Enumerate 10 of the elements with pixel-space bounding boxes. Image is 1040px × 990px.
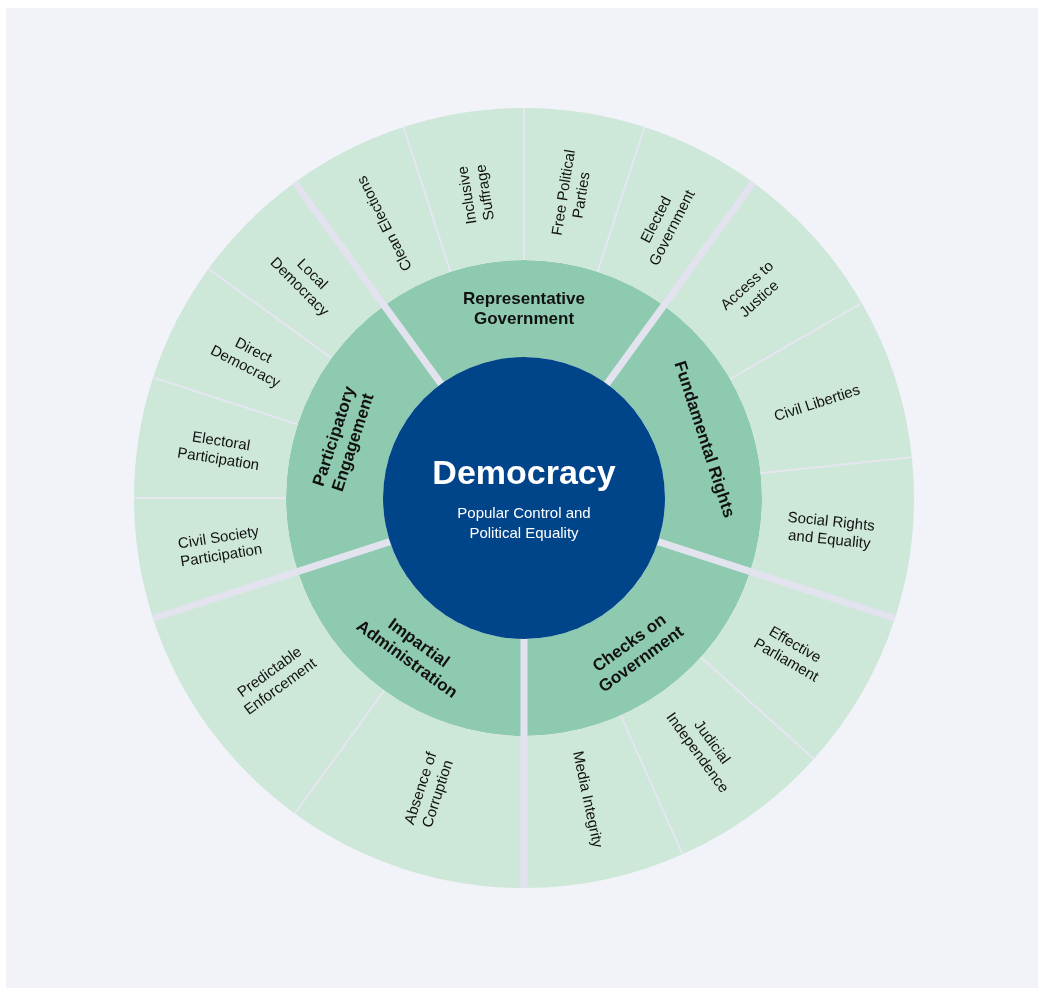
- segment-label: Free Political Parties: [546, 147, 594, 239]
- segment-label: Representative Government: [462, 288, 586, 329]
- center-subtitle: Popular Control and Political Equality: [456, 503, 592, 544]
- segment-label: Inclusive Suffrage: [452, 162, 498, 228]
- segment-label: Civil Liberties: [771, 380, 863, 426]
- segment-label: Media Integrity: [569, 749, 608, 850]
- segment-label: Civil Society Participation: [175, 521, 265, 572]
- segment-label: Electoral Participation: [175, 426, 262, 476]
- segment-label: Social Rights and Equality: [785, 506, 877, 554]
- center-title: Democracy: [432, 452, 616, 494]
